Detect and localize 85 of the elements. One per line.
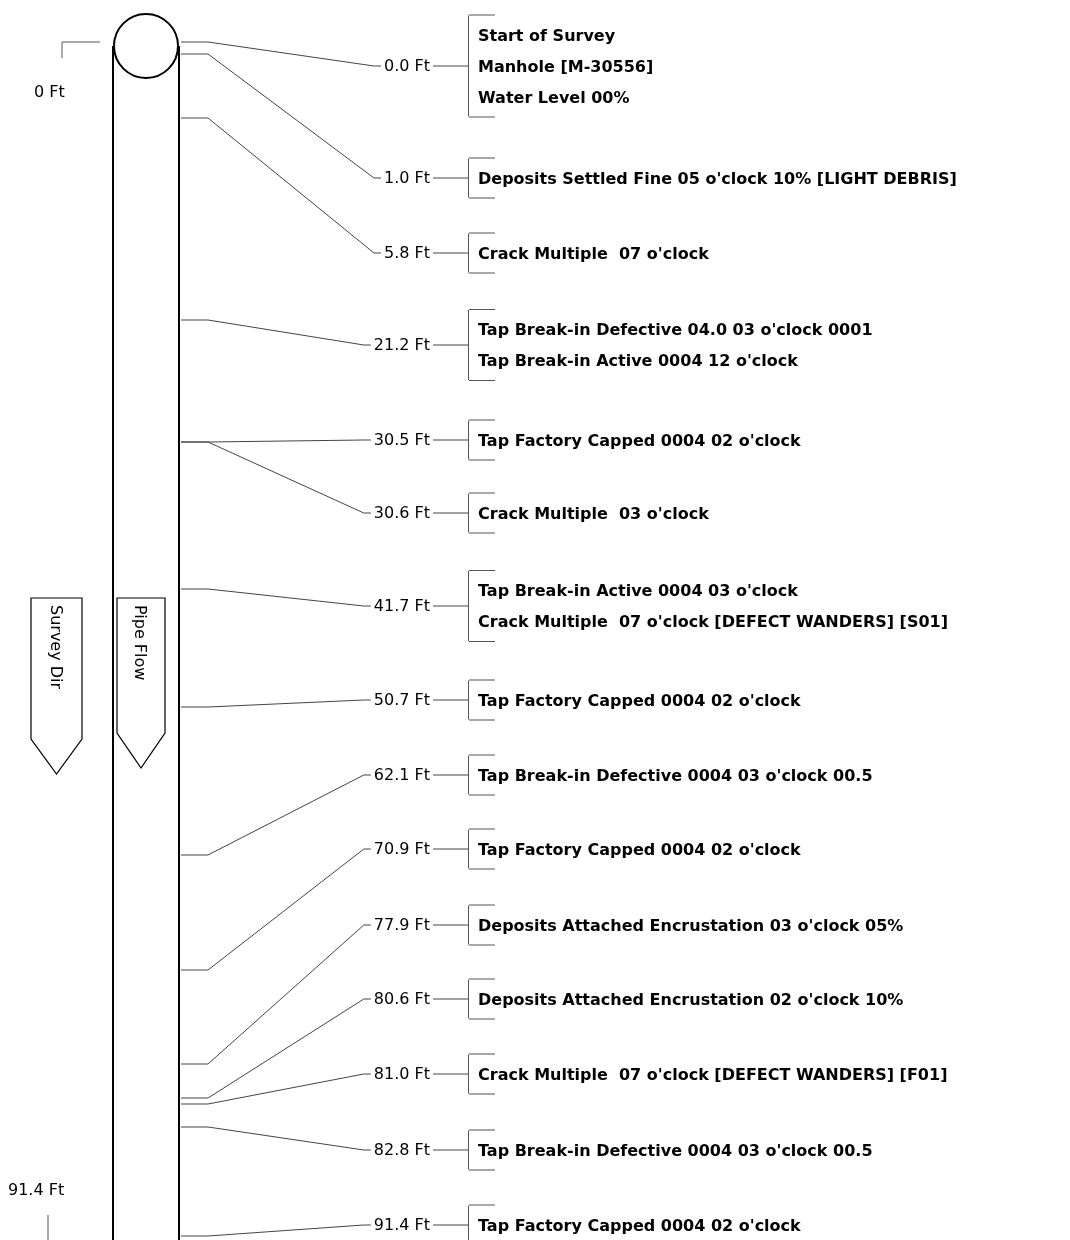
distance-label: 0.0 Ft (384, 56, 430, 76)
leader-line (432, 998, 469, 1000)
observation-bracket (468, 905, 904, 945)
observation-bracket (468, 15, 654, 117)
observation-bracket (468, 493, 709, 533)
leader-line (432, 605, 469, 607)
leader-line (180, 998, 372, 1099)
leader-line (432, 344, 469, 346)
leader-line (180, 588, 372, 607)
observation-bracket (468, 158, 957, 198)
leader-line (180, 53, 382, 179)
distance-label: 30.6 Ft (373, 503, 430, 523)
leader-line (180, 1224, 372, 1237)
distance-label: 21.2 Ft (373, 335, 430, 355)
observation-text: Crack Multiple 07 o'clock (478, 242, 709, 265)
observation-text: Tap Factory Capped 0004 02 o'clock (478, 1214, 801, 1237)
leader-line (180, 441, 372, 514)
observation-text: Manhole [M-30556] (478, 55, 654, 78)
leader-line (180, 848, 372, 971)
observation-bracket (468, 420, 801, 460)
observation-text: Crack Multiple 03 o'clock (478, 502, 709, 525)
direction-label: Survey Dir (46, 605, 66, 690)
distance-label: 50.7 Ft (373, 690, 430, 710)
observation-text: Tap Break-in Active 0004 03 o'clock (478, 580, 799, 602)
distance-label: 70.9 Ft (373, 839, 430, 859)
observation-bracket (468, 1130, 873, 1170)
observation-text: Tap Break-in Defective 04.0 03 o'clock 0001 (478, 319, 873, 341)
leader-line (432, 252, 469, 254)
leader-line (180, 699, 372, 708)
leader-line (180, 319, 372, 346)
leader-line (180, 41, 382, 67)
leader-line (432, 699, 469, 701)
depth-label: 91.4 Ft (8, 1180, 65, 1199)
observation-text: Deposits Attached Encrustation 03 o'clock 05% (478, 914, 904, 937)
distance-label: 80.6 Ft (373, 989, 430, 1009)
observation-text: Deposits Settled Fine 05 o'clock 10% [LIGHT DEBRIS] (478, 167, 957, 190)
distance-label: 62.1 Ft (373, 765, 430, 785)
observation-text: Deposits Attached Encrustation 02 o'clock 10% (478, 988, 904, 1011)
leader-line (432, 439, 469, 441)
observation-bracket (468, 979, 904, 1019)
observation-bracket (468, 829, 801, 869)
distance-label: 1.0 Ft (384, 168, 430, 188)
distance-label: 81.0 Ft (373, 1064, 430, 1084)
observation-bracket (468, 680, 801, 720)
leader-line (432, 848, 469, 850)
leader-line (432, 512, 469, 514)
leader-line (180, 774, 372, 856)
leader-line (180, 924, 372, 1065)
distance-label: 41.7 Ft (373, 596, 430, 616)
distance-label: 77.9 Ft (373, 915, 430, 935)
leader-line (432, 177, 469, 179)
observation-text: Crack Multiple 07 o'clock [DEFECT WANDERS] [S01] (478, 611, 949, 633)
observation-bracket (468, 571, 949, 641)
observation-text: Tap Factory Capped 0004 02 o'clock (478, 429, 801, 452)
distance-label: 82.8 Ft (373, 1140, 430, 1160)
leader-line (432, 1149, 469, 1151)
observation-bracket (468, 310, 873, 380)
observation-text: Tap Break-in Defective 0004 03 o'clock 00.5 (478, 1139, 873, 1162)
leader-line (180, 1073, 372, 1105)
distance-label: 91.4 Ft (373, 1215, 430, 1235)
leader-line (432, 924, 469, 926)
leader-line (432, 1224, 469, 1226)
leader-line (180, 117, 382, 254)
observation-text: Crack Multiple 07 o'clock [DEFECT WANDERS] [F01] (478, 1063, 948, 1086)
direction-label: Pipe Flow (131, 605, 150, 681)
leader-line (432, 65, 469, 67)
leader-line (180, 1126, 372, 1151)
observation-bracket (468, 1054, 948, 1094)
observation-text: Tap Factory Capped 0004 02 o'clock (478, 689, 801, 712)
observation-bracket (468, 755, 873, 795)
observation-text: Tap Break-in Active 0004 12 o'clock (478, 350, 799, 372)
observation-bracket (468, 233, 709, 273)
observation-text: Tap Factory Capped 0004 02 o'clock (478, 838, 801, 861)
direction-arrow (30, 597, 83, 775)
distance-label: 30.5 Ft (373, 430, 430, 450)
observation-text: Water Level 00% (478, 86, 631, 109)
leader-line (432, 774, 469, 776)
distance-label: 5.8 Ft (384, 243, 430, 263)
leader-line (432, 1073, 469, 1075)
pipe-drawing (112, 12, 180, 1240)
observation-text: Start of Survey (478, 24, 617, 47)
direction-arrow (116, 597, 166, 769)
depth-label: 0 Ft (34, 82, 65, 101)
observation-text: Tap Break-in Defective 0004 03 o'clock 00.5 (478, 764, 873, 787)
observation-bracket (468, 1205, 801, 1240)
